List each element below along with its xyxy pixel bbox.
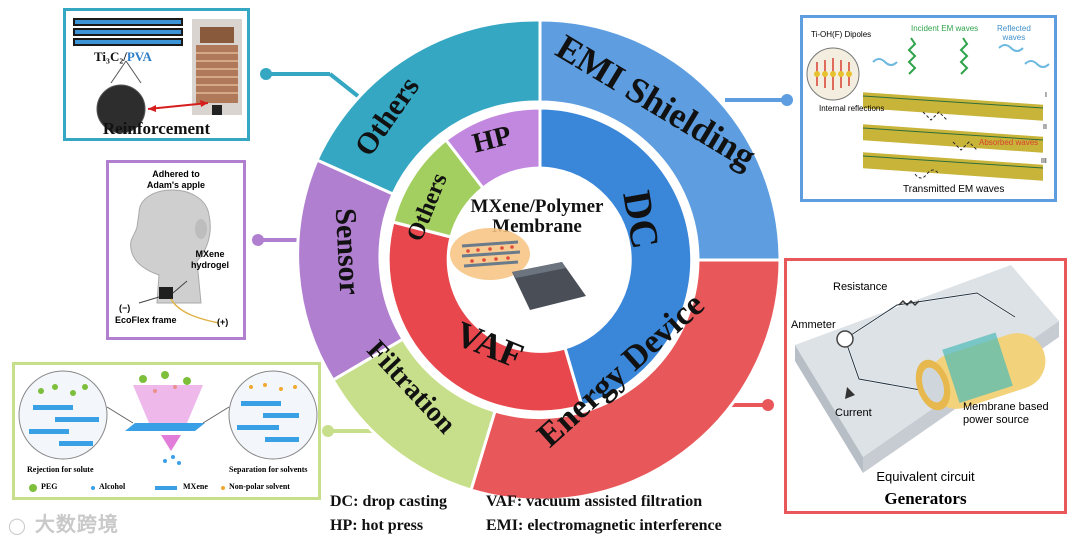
panel-generators: Resistance Ammeter Current Membrane base… [784,258,1067,514]
emi-layer-3: III [1041,158,1047,165]
gen-caption: Generators [884,489,967,508]
emi-label-absorbed: Absorbed waves [979,138,1039,147]
legend-hp: HP: hot press [330,517,424,534]
label-apple: Adam's apple [146,180,206,190]
panel-filtration: Rejection for solute Separation for solv… [12,362,321,500]
legend-alcohol: Alcohol [99,482,126,491]
label-hydrogel: hydrogel [191,260,230,270]
legend-nonpolar: Non-polar solvent [229,482,290,491]
emi-label-internal: Internal reflections [819,104,885,113]
reinforcement-caption: Reinforcement [102,119,211,138]
watermark: ◯ 大数跨境 [8,508,119,537]
filtration-label-rejection: Rejection for solute [27,465,94,474]
legend-dc: DC: drop casting [330,493,448,510]
filtration-illustration [18,370,318,492]
inner-segment-dc [538,106,694,408]
material-ti3c2: Ti₃C₂/ [94,49,127,64]
emi-label-reflected: Reflected waves [997,24,1031,42]
gen-label-equivalent: Equivalent circuit [876,469,975,484]
sensor-label-minus: (−) [119,303,131,313]
outer-segment-energy [469,258,782,502]
sensor-label-mxene: MXene hydrogel [191,249,229,271]
emi-layer-2: II [1043,124,1047,131]
membrane-illustration [450,228,586,310]
generator-illustration [795,265,1059,473]
watermark-text: 大数跨境 [34,512,119,536]
panel-sensor: Adhered to Adam's apple MXene hydrogel (… [106,160,246,340]
panel-reinforcement: Ti₃C₂/PVA Reinforcement [63,8,250,141]
sensor-label-adhered: Adhered to Adam's apple [109,169,243,191]
ring-label-dc: DC [614,187,668,252]
gen-label-current: Current [835,407,872,419]
center-title-line1: MXene/Polymer [471,196,605,217]
inner-ring [386,106,694,414]
panel-emi: Ti-OH(F) Dipoles Incident EM waves Refle… [800,15,1057,202]
sensor-label-ecoflex: EcoFlex frame [115,315,177,325]
center-title-line2: Membrane [492,216,582,237]
outer-ring [296,18,782,502]
connector-dots [252,68,793,437]
reinforcement-material: Ti₃C₂/PVA [94,49,152,65]
reflected-line1: Reflected [997,24,1031,33]
gen-label-ammeter: Ammeter [791,319,836,331]
gen-label-membrane: Membrane based power source [963,401,1049,427]
membrane-line2: power source [963,414,1030,426]
legend-emi: EMI: electromagnetic interference [486,517,722,534]
reinforcement-illustration [73,18,242,134]
emi-layer-1: I [1045,92,1047,99]
emi-illustration [806,37,1050,181]
watermark-logo-icon: ◯ [8,516,27,535]
label-mxene: MXene [195,249,225,259]
emi-label-dipoles: Ti-OH(F) Dipoles [811,30,872,39]
filtration-label-separation: Separation for solvents [229,465,308,474]
head-illustration [130,189,220,324]
legend-peg: PEG [41,482,58,491]
sensor-label-plus: (+) [217,317,229,327]
center-disc [450,170,630,350]
gen-label-resistance: Resistance [833,281,888,293]
ring-label-sensor: Sensor [329,207,366,295]
inner-segment-hp [443,106,542,191]
emi-label-transmitted: Transmitted EM waves [903,184,1005,195]
inner-segment-vaf [386,220,584,414]
material-pva: PVA [126,49,152,64]
membrane-line1: Membrane based [963,401,1049,413]
legend-mxene: MXene [183,482,208,491]
label-adhered: Adhered to [152,169,200,179]
legend-vaf: VAF: vacuum assisted filtration [486,493,703,510]
emi-label-incident: Incident EM waves [911,24,979,33]
reflected-line2: waves [1002,33,1026,42]
outer-segment-others [315,18,542,196]
outer-segment-emi [538,18,782,262]
